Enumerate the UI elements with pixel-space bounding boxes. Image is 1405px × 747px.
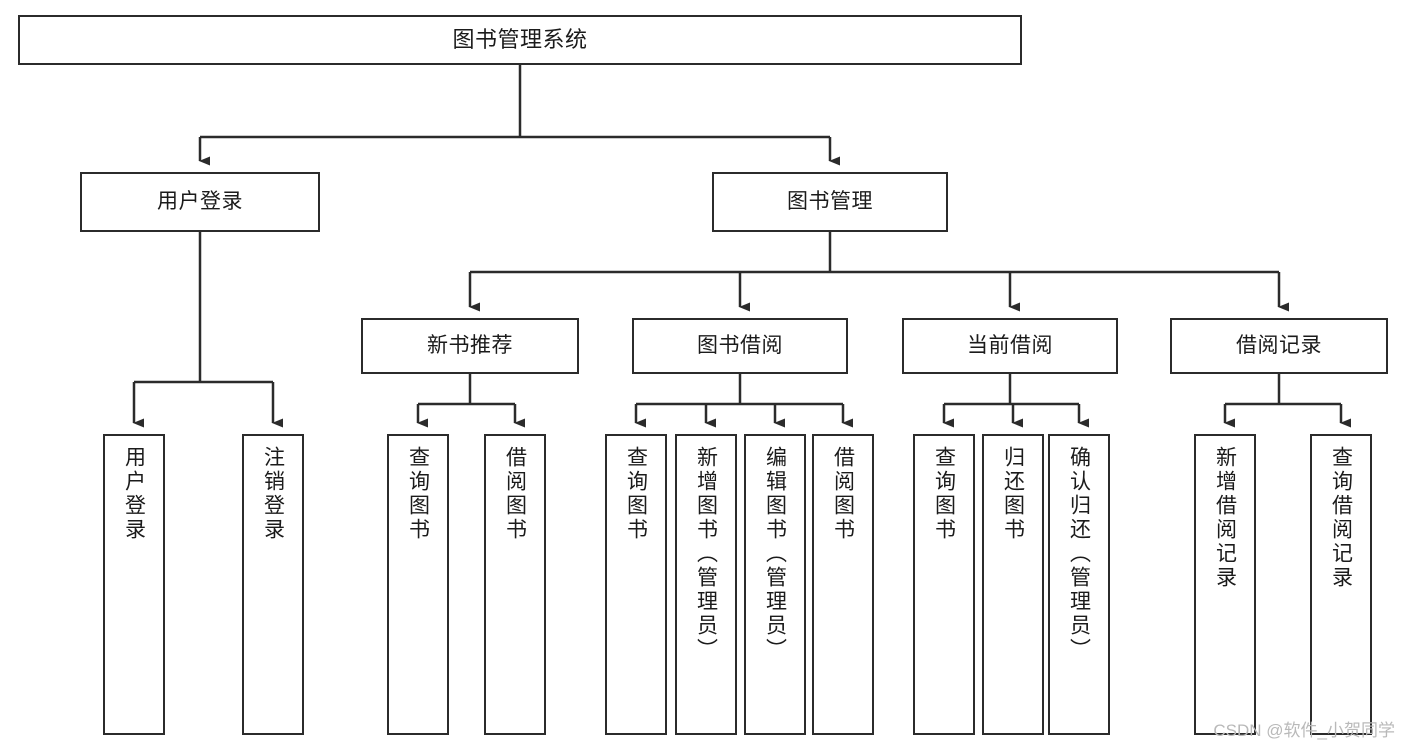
node-leaf-cb-confirm[interactable]: 确认归还（管理员） <box>1048 434 1110 735</box>
node-bookmgmt[interactable]: 图书管理 <box>712 172 948 232</box>
node-label: 图书管理系统 <box>452 27 588 53</box>
node-leaf-rc-query[interactable]: 查询借阅记录 <box>1310 434 1372 735</box>
node-label: 编辑图书（管理员） <box>763 446 787 662</box>
node-newbook[interactable]: 新书推荐 <box>361 318 579 374</box>
node-leaf-user-logout[interactable]: 注销登录 <box>242 434 304 735</box>
node-leaf-cb-query[interactable]: 查询图书 <box>913 434 975 735</box>
node-leaf-user-login[interactable]: 用户登录 <box>103 434 165 735</box>
node-root[interactable]: 图书管理系统 <box>18 15 1022 65</box>
node-leaf-bk-edit[interactable]: 编辑图书（管理员） <box>744 434 806 735</box>
node-leaf-nb-query[interactable]: 查询图书 <box>387 434 449 735</box>
node-label: 图书借阅 <box>697 333 783 357</box>
node-label: 查询图书 <box>624 446 648 542</box>
csdn-watermark: CSDN @软件_小贺同学 <box>1213 721 1395 740</box>
node-leaf-rc-add[interactable]: 新增借阅记录 <box>1194 434 1256 735</box>
node-borrow[interactable]: 图书借阅 <box>632 318 848 374</box>
node-label: 借阅图书 <box>503 446 527 542</box>
node-leaf-nb-borrow[interactable]: 借阅图书 <box>484 434 546 735</box>
node-label: 查询图书 <box>932 446 956 542</box>
node-label: 借阅记录 <box>1236 333 1322 357</box>
node-label: 查询图书 <box>406 446 430 542</box>
node-label: 新增借阅记录 <box>1213 446 1237 590</box>
node-label: 用户登录 <box>122 446 146 542</box>
node-label: 图书管理 <box>787 189 873 213</box>
node-label: 用户登录 <box>157 189 243 213</box>
node-current[interactable]: 当前借阅 <box>902 318 1118 374</box>
node-label: 借阅图书 <box>831 446 855 542</box>
node-label: 新书推荐 <box>427 333 513 357</box>
node-leaf-bk-query[interactable]: 查询图书 <box>605 434 667 735</box>
node-label: 新增图书（管理员） <box>694 446 718 662</box>
node-leaf-cb-return[interactable]: 归还图书 <box>982 434 1044 735</box>
node-record[interactable]: 借阅记录 <box>1170 318 1388 374</box>
node-label: 确认归还（管理员） <box>1067 446 1091 662</box>
node-leaf-bk-borrow[interactable]: 借阅图书 <box>812 434 874 735</box>
node-leaf-bk-add[interactable]: 新增图书（管理员） <box>675 434 737 735</box>
node-label: 当前借阅 <box>967 333 1053 357</box>
node-login[interactable]: 用户登录 <box>80 172 320 232</box>
node-label: 注销登录 <box>261 446 285 542</box>
node-label: 查询借阅记录 <box>1329 446 1353 590</box>
node-label: 归还图书 <box>1001 446 1025 542</box>
